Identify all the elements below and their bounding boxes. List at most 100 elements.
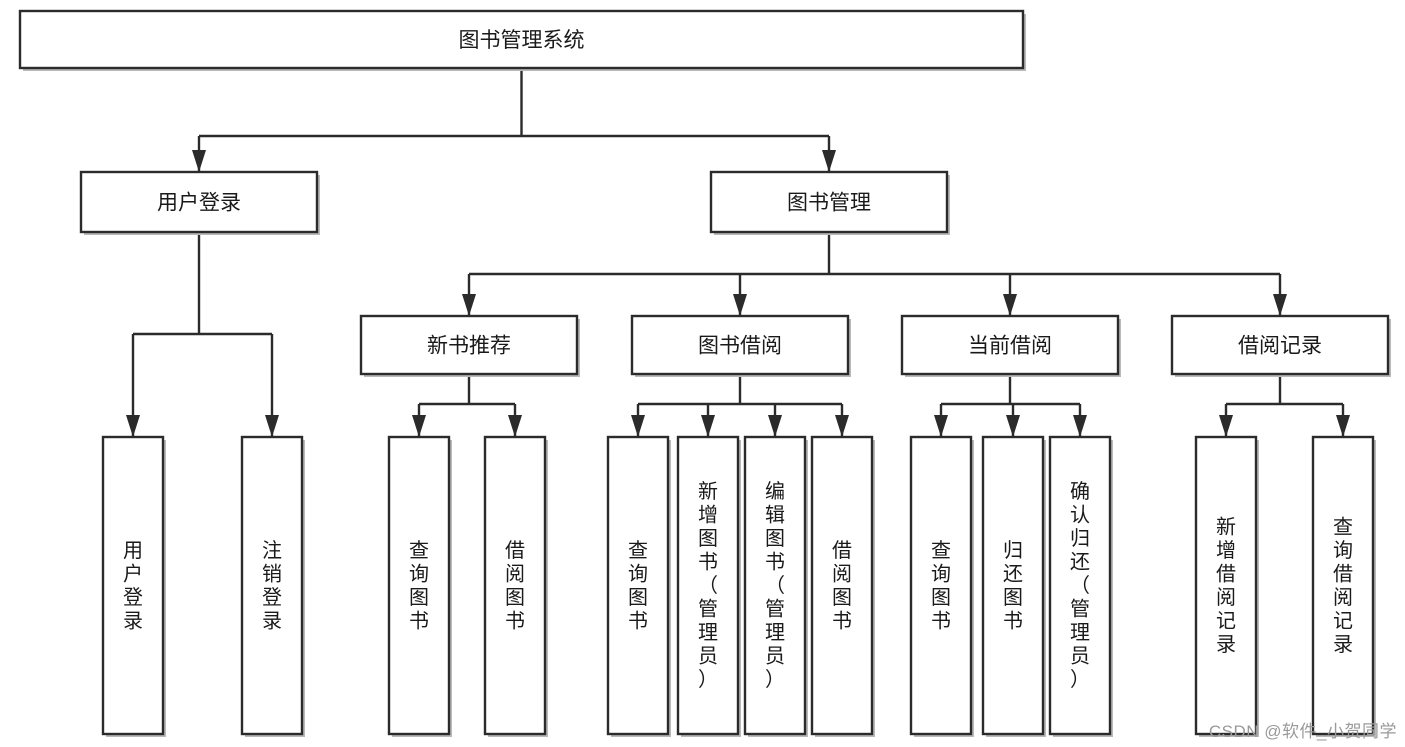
arrow-head-icon (822, 150, 836, 172)
arrow-head-icon (631, 415, 645, 437)
arrow-head-icon (701, 415, 715, 437)
svg-text:图: 图 (1003, 587, 1023, 609)
svg-text:认: 认 (1070, 504, 1090, 527)
arrow-head-icon (126, 415, 140, 437)
svg-text:图: 图 (505, 587, 525, 609)
node-label: 借阅记录 (1238, 335, 1322, 358)
svg-text:录: 录 (1216, 634, 1236, 656)
node-leaf-user-login[interactable]: 用户登录 (101, 435, 166, 737)
svg-text:书: 书 (505, 609, 525, 632)
csdn-watermark: CSDN @软件_小贺同学 (1208, 722, 1397, 741)
svg-text:归: 归 (1070, 527, 1090, 550)
node-box (240, 435, 304, 736)
svg-text:辑: 辑 (765, 504, 785, 527)
arrow-head-icon (768, 415, 782, 437)
node-current-borrow[interactable]: 当前借阅 (900, 314, 1121, 377)
node-box (900, 314, 1120, 376)
svg-text:归: 归 (1003, 539, 1023, 562)
svg-text:理: 理 (765, 622, 785, 644)
node-book-borrow[interactable]: 图书借阅 (630, 314, 851, 377)
svg-text:）: ） (1070, 668, 1090, 691)
arrow-head-icon (508, 415, 522, 437)
svg-text:借: 借 (832, 539, 852, 562)
connector-layer (126, 68, 1350, 437)
svg-text:注: 注 (262, 539, 282, 562)
svg-text:确: 确 (1070, 480, 1090, 503)
svg-text:增: 增 (1216, 539, 1236, 562)
node-box (676, 435, 740, 736)
node-box (387, 435, 451, 736)
svg-text:（: （ (698, 574, 718, 597)
node-label: 图书管理系统 (459, 29, 585, 52)
svg-text:图: 图 (931, 587, 951, 609)
svg-text:查: 查 (628, 539, 648, 562)
arrow-head-icon (1336, 415, 1350, 437)
svg-text:询: 询 (931, 562, 951, 585)
node-box (709, 170, 949, 234)
node-new-book-rec[interactable]: 新书推荐 (359, 314, 580, 377)
node-book-manage[interactable]: 图书管理 (709, 170, 950, 235)
svg-text:管: 管 (1070, 598, 1090, 621)
arrow-head-icon (462, 294, 476, 316)
arrow-head-icon (835, 415, 849, 437)
node-user-login[interactable]: 用户登录 (79, 170, 320, 235)
svg-text:（: （ (1070, 574, 1090, 597)
svg-text:）: ） (698, 668, 718, 691)
arrow-head-icon (1073, 415, 1087, 437)
svg-text:阅: 阅 (1216, 586, 1236, 609)
svg-text:书: 书 (698, 551, 718, 574)
node-box (1194, 435, 1258, 736)
svg-text:记: 记 (1216, 609, 1236, 632)
svg-text:阅: 阅 (1333, 586, 1353, 609)
svg-text:户: 户 (123, 562, 143, 585)
svg-text:员: 员 (698, 646, 718, 668)
svg-text:书: 书 (832, 609, 852, 632)
svg-text:借: 借 (1216, 562, 1236, 585)
arrow-head-icon (192, 150, 206, 172)
node-box (483, 435, 547, 736)
node-label: 用户登录 (123, 540, 143, 633)
svg-text:书: 书 (409, 609, 429, 632)
svg-text:还: 还 (1070, 551, 1090, 574)
svg-text:登: 登 (123, 586, 143, 609)
svg-text:图: 图 (832, 587, 852, 609)
svg-text:录: 录 (262, 610, 282, 632)
svg-text:阅: 阅 (832, 562, 852, 585)
arrow-head-icon (412, 415, 426, 437)
node-borrow-record[interactable]: 借阅记录 (1170, 314, 1391, 377)
node-root[interactable]: 图书管理系统 (18, 9, 1026, 71)
svg-text:查: 查 (931, 539, 951, 562)
arrow-head-icon (1006, 415, 1020, 437)
node-box (810, 435, 874, 736)
svg-text:用: 用 (123, 540, 143, 562)
svg-text:增: 增 (698, 504, 718, 527)
svg-text:员: 员 (765, 646, 785, 668)
node-box (101, 435, 165, 736)
svg-text:书: 书 (931, 609, 951, 632)
svg-text:录: 录 (1333, 634, 1353, 656)
svg-text:理: 理 (1070, 622, 1090, 644)
node-label: 图书借阅 (698, 335, 782, 358)
svg-text:新: 新 (1216, 515, 1236, 538)
svg-text:图: 图 (409, 587, 429, 609)
